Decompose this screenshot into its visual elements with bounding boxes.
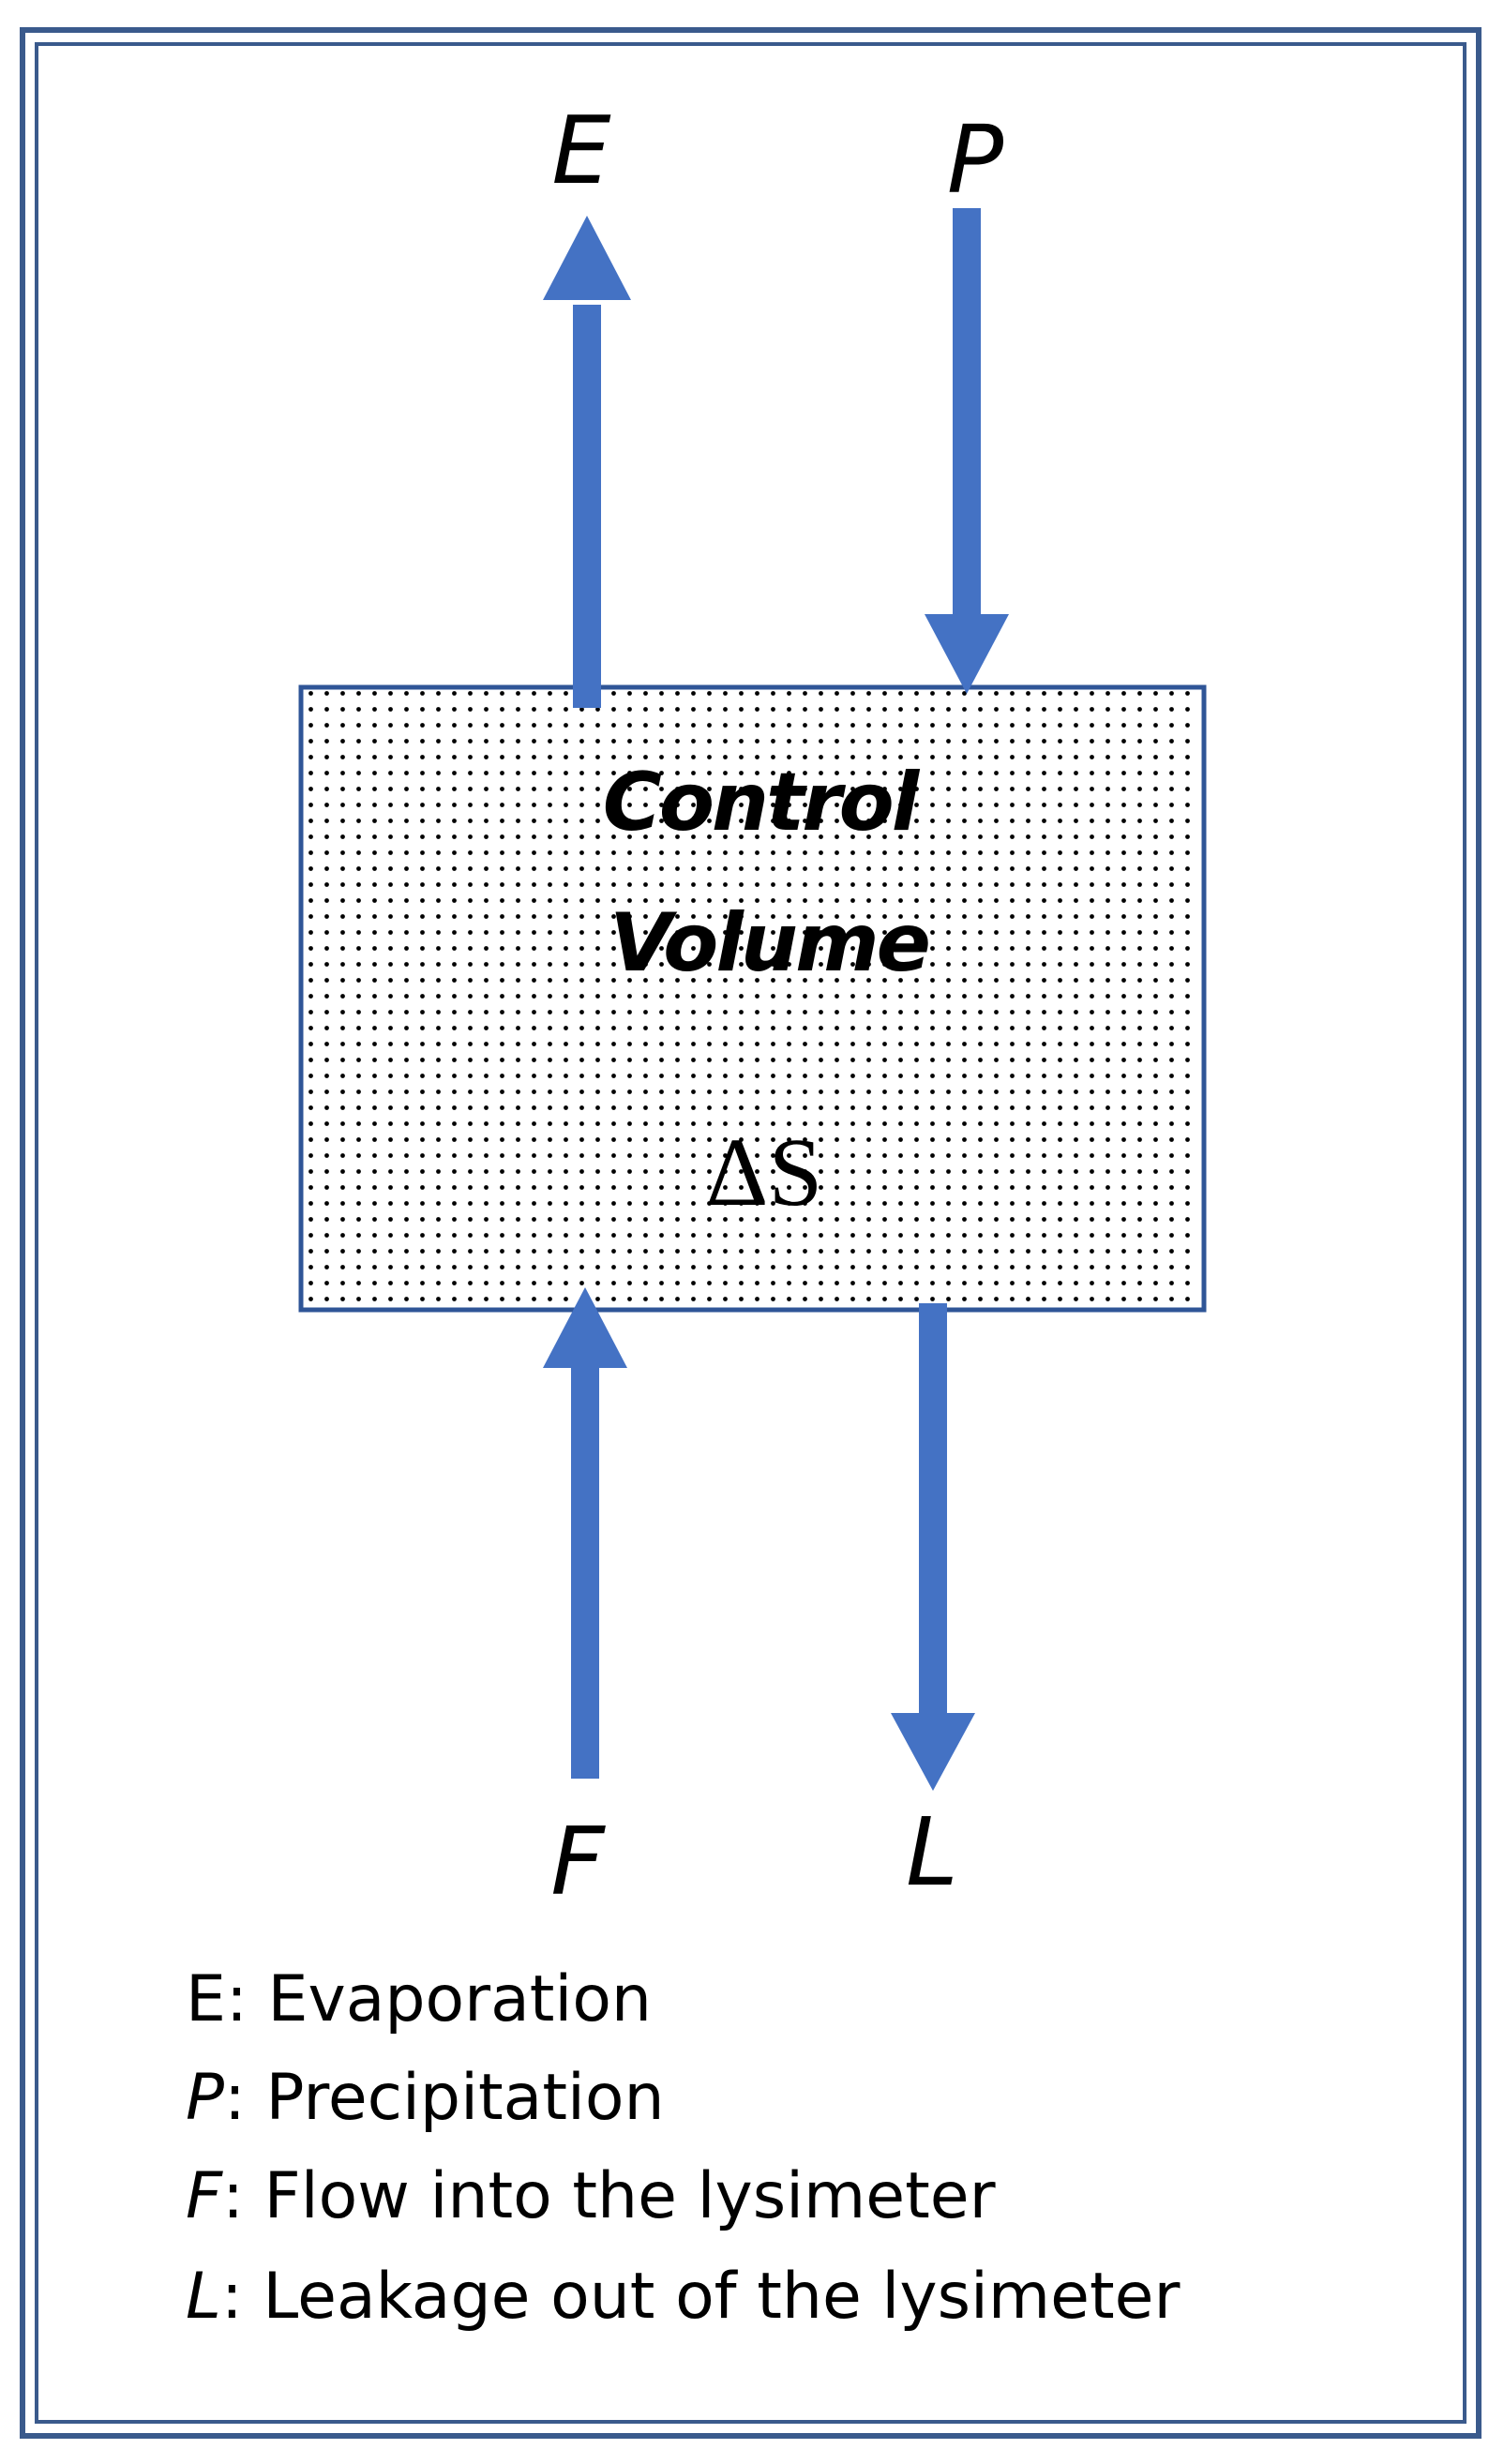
legend-separator: : bbox=[226, 1962, 268, 2036]
legend-item-precipitation: P: Precipitation bbox=[186, 2061, 665, 2135]
outer-frame bbox=[20, 27, 1481, 2439]
legend-description: Flow into the lysimeter bbox=[264, 2159, 996, 2233]
evaporation-label: E bbox=[551, 96, 610, 205]
control-volume-dot-fill bbox=[304, 690, 1201, 1307]
control-volume-title-line1: Control bbox=[603, 756, 921, 849]
leakage-arrow bbox=[891, 1303, 975, 1791]
inflow-label: F bbox=[550, 1807, 606, 1916]
legend: E: Evaporation P: Precipitation F: Flow … bbox=[186, 1962, 1180, 2334]
control-volume-title-line2: Volume bbox=[609, 896, 929, 990]
leakage-label: L bbox=[906, 1797, 958, 1907]
legend-symbol: F bbox=[186, 2159, 223, 2233]
legend-separator: : bbox=[224, 2061, 266, 2135]
legend-symbol: E bbox=[186, 1962, 226, 2036]
legend-symbol: L bbox=[186, 2260, 221, 2334]
legend-description: Precipitation bbox=[266, 2061, 665, 2135]
precipitation-label: P bbox=[947, 105, 1004, 215]
evaporation-arrow bbox=[543, 216, 631, 708]
storage-change-label: ΔS bbox=[706, 1119, 823, 1226]
legend-description: Evaporation bbox=[268, 1962, 653, 2036]
legend-separator: : bbox=[221, 2260, 263, 2334]
legend-item-inflow: F: Flow into the lysimeter bbox=[186, 2159, 996, 2233]
inflow-arrow bbox=[543, 1287, 627, 1779]
legend-symbol: P bbox=[186, 2061, 224, 2135]
legend-separator: : bbox=[222, 2159, 264, 2233]
legend-description: Leakage out of the lysimeter bbox=[263, 2260, 1180, 2334]
legend-item-leakage: L: Leakage out of the lysimeter bbox=[186, 2260, 1180, 2334]
legend-item-evaporation: E: Evaporation bbox=[186, 1962, 652, 2036]
precipitation-arrow bbox=[925, 208, 1009, 694]
inner-frame bbox=[35, 42, 1466, 2424]
